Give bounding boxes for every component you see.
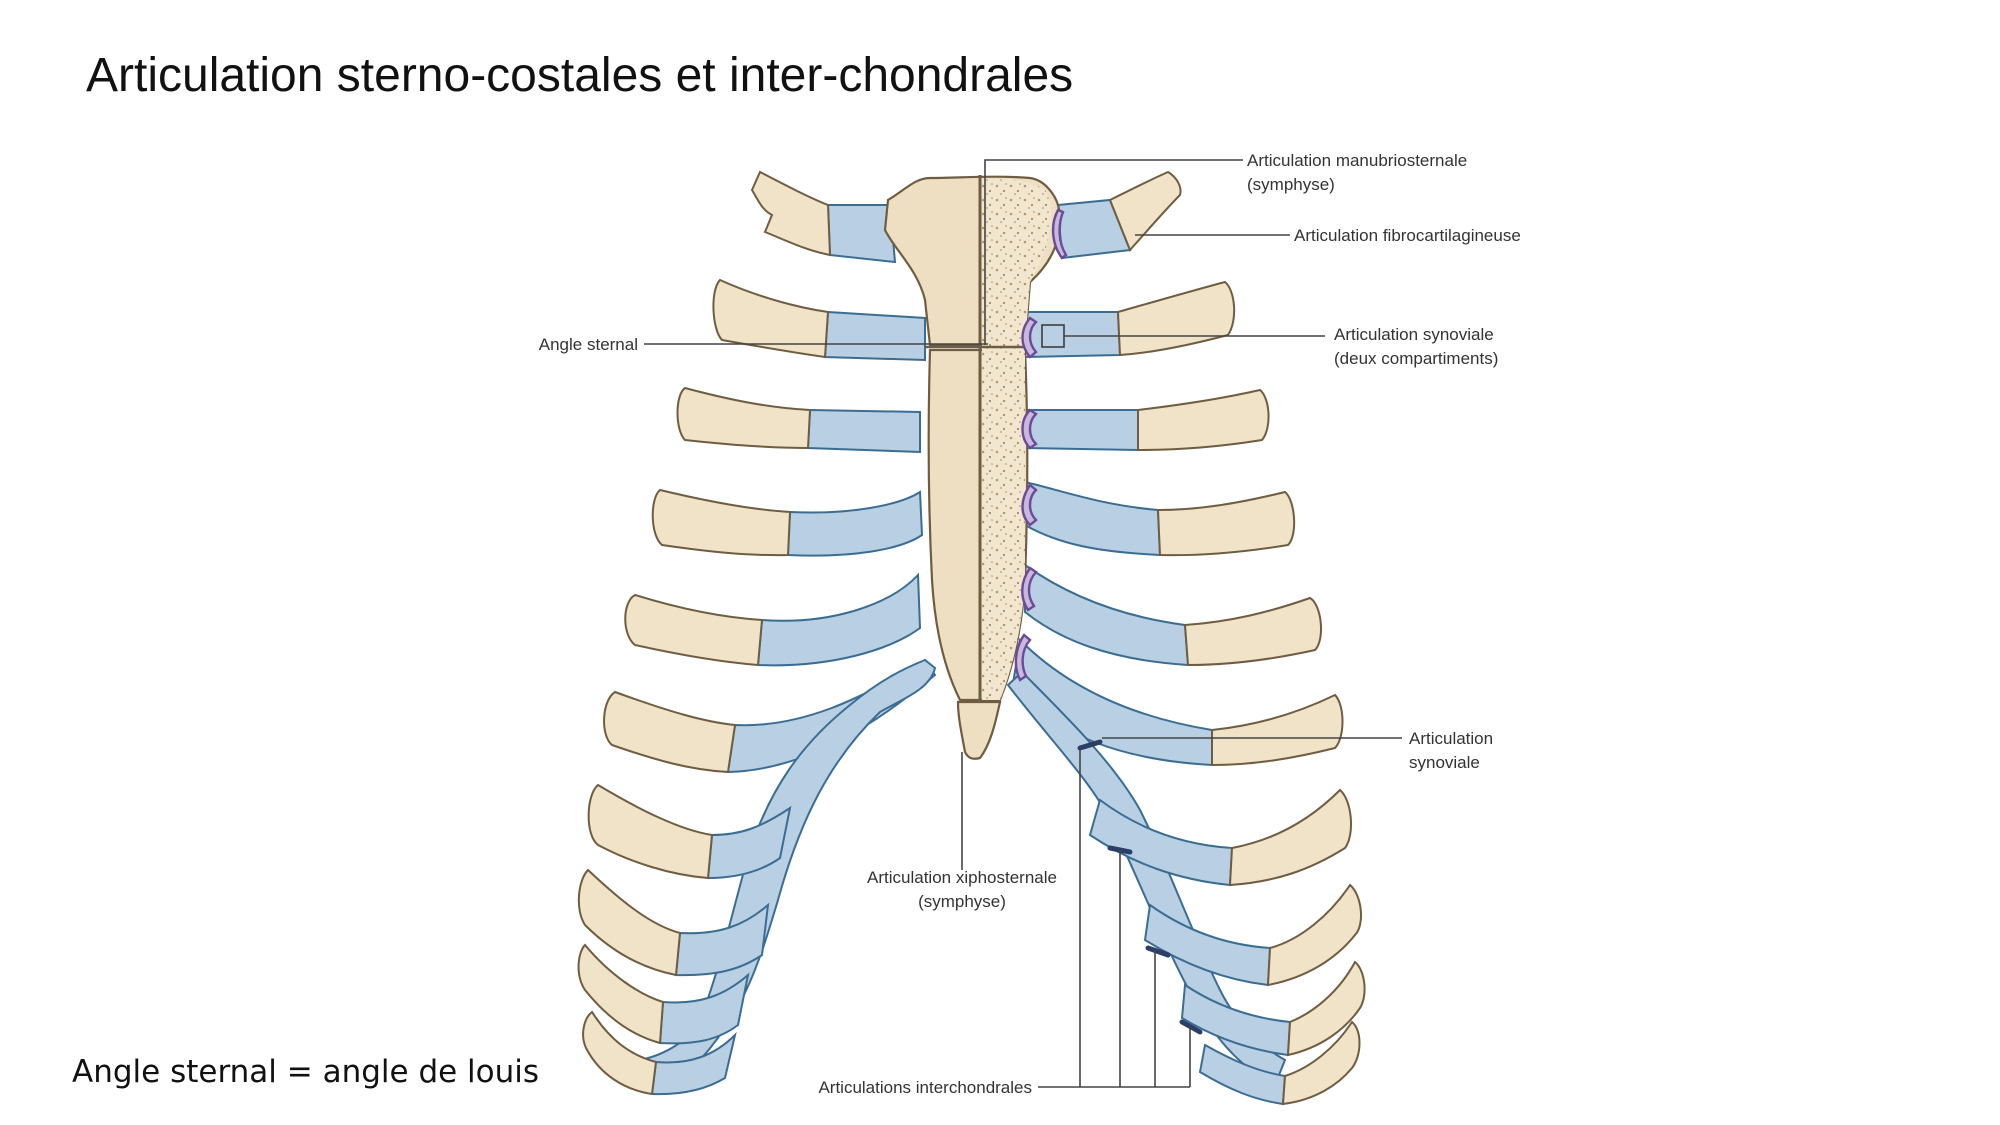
label-synoviale-deux-2: (deux compartiments) <box>1334 349 1498 368</box>
label-synoviale-deux-1: Articulation synoviale <box>1334 325 1494 344</box>
footnote-angle-louis: Angle sternal = angle de louis <box>72 1054 540 1090</box>
left-rib-4 <box>651 488 792 557</box>
right-cartilage-3 <box>1024 409 1139 452</box>
joint-rib-4 <box>1021 483 1038 527</box>
sternum <box>883 175 1062 760</box>
label-angle-sternal: Angle sternal <box>539 335 638 354</box>
left-rib-1 <box>750 170 832 257</box>
left-rib-5 <box>624 593 764 667</box>
label-manubriosternal-1: Articulation manubriosternale <box>1247 151 1467 170</box>
right-costal-cartilages <box>1006 198 1292 1106</box>
label-synoviale-2: synoviale <box>1409 753 1480 772</box>
left-rib-9 <box>577 943 665 1045</box>
label-interchondrales: Articulations interchondrales <box>818 1078 1032 1097</box>
left-cartilage-4 <box>786 490 924 557</box>
right-cartilage-2 <box>1024 311 1122 359</box>
xiphoid-process <box>956 700 1002 760</box>
right-rib-5 <box>1183 596 1322 667</box>
diagram-labels: Articulation manubriosternale (symphyse)… <box>539 151 1521 1097</box>
joint-rib-2 <box>1021 316 1038 359</box>
right-rib-2 <box>1116 280 1236 357</box>
right-rib-8 <box>1266 883 1362 987</box>
left-rib-2 <box>712 278 830 359</box>
leader-manubriosternal <box>984 159 1243 345</box>
synovial-joints <box>1014 208 1068 682</box>
slide-title: Articulation sterno-costales et inter-ch… <box>86 49 1074 102</box>
right-cartilage-5 <box>1024 563 1190 667</box>
joint-rib-6 <box>1014 633 1032 682</box>
label-xiphosternale-2: (symphyse) <box>918 892 1006 911</box>
left-cartilage-2 <box>823 310 926 362</box>
right-rib-7 <box>1228 788 1352 887</box>
joint-rib-1 <box>1051 208 1068 260</box>
left-rib-10 <box>582 1010 658 1096</box>
right-cartilage-4 <box>1024 480 1162 557</box>
interchondral-joint-1 <box>1077 739 1103 751</box>
label-manubriosternal-2: (symphyse) <box>1247 175 1335 194</box>
left-costal-cartilages <box>638 204 937 1096</box>
right-rib-3 <box>1137 388 1270 452</box>
sternum-section <box>982 179 1052 701</box>
left-cartilage-10 <box>650 1031 737 1096</box>
joint-rib-5 <box>1021 566 1038 612</box>
label-synoviale-1: Articulation <box>1409 729 1493 748</box>
left-rib-7 <box>587 783 714 880</box>
left-cartilage-7 <box>706 805 792 880</box>
interchondral-joints <box>1077 739 1203 1035</box>
left-rib-8 <box>577 868 682 977</box>
left-cartilage-8 <box>674 902 770 977</box>
left-cartilage-5 <box>756 572 922 667</box>
right-rib-9 <box>1286 960 1366 1057</box>
right-rib-1 <box>1108 170 1182 252</box>
right-rib-10 <box>1281 1020 1361 1106</box>
left-cartilage-9 <box>658 972 750 1045</box>
right-rib-6 <box>1211 693 1344 767</box>
left-cartilage-1 <box>826 204 897 264</box>
left-rib-6 <box>603 690 737 774</box>
label-fibrocartilagineuse: Articulation fibrocartilagineuse <box>1294 226 1521 245</box>
left-cartilage-3 <box>806 408 921 454</box>
right-rib-4 <box>1156 490 1296 557</box>
left-rib-3 <box>676 386 812 450</box>
interchondral-joint-3 <box>1145 945 1171 958</box>
leader-lines <box>644 159 1402 1088</box>
interchondral-joint-4 <box>1179 1019 1203 1035</box>
left-ribs <box>577 170 832 1096</box>
label-xiphosternale-1: Articulation xiphosternale <box>867 868 1057 887</box>
joint-rib-3 <box>1021 408 1038 450</box>
